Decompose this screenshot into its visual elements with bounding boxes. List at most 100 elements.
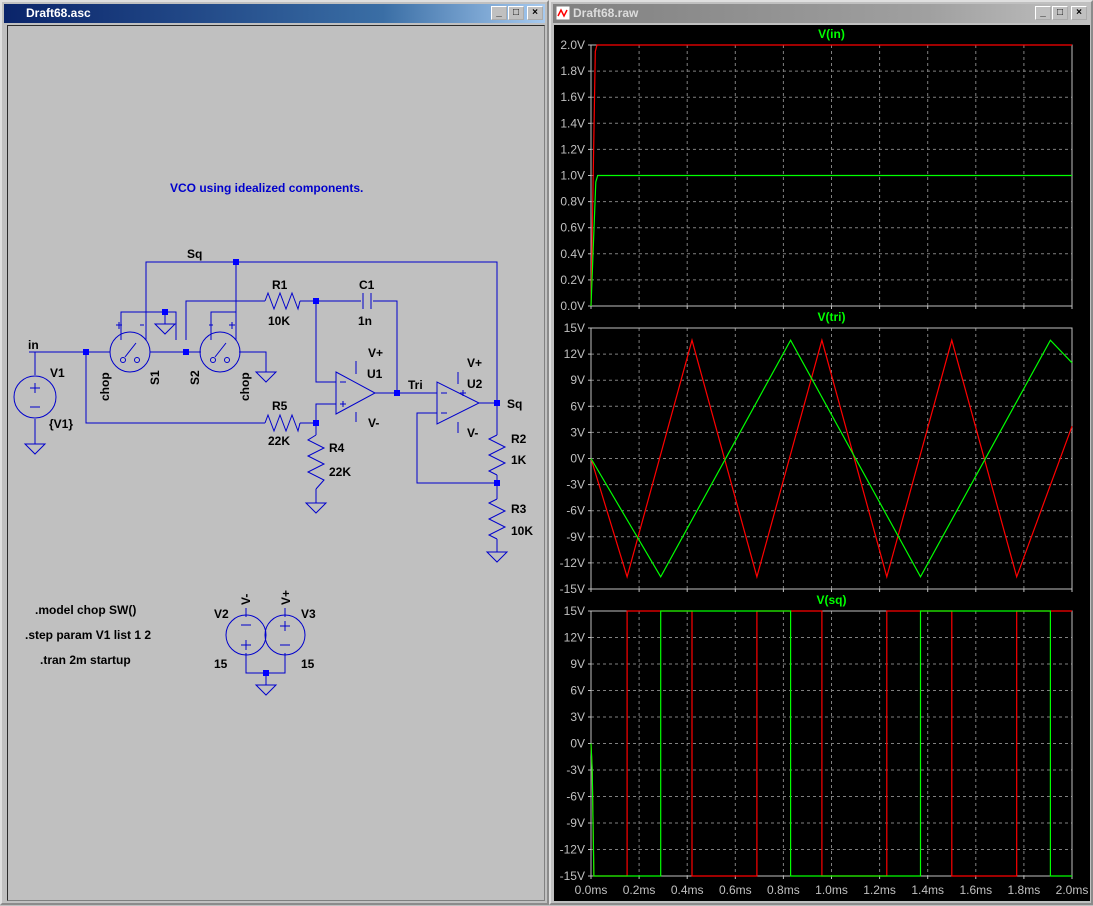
y-tick-label: 1.4V [560,116,585,130]
y-tick-label: 12V [564,347,585,361]
schematic-window[interactable]: Draft68.asc _□× [0,0,549,905]
r5-value: 22K [268,434,290,448]
c1-name: C1 [359,278,375,292]
x-tick-label: 1.6ms [959,883,992,897]
r5-resistor-symbol [264,413,301,433]
u1-vminus-label: V- [368,416,379,430]
y-tick-label: 6V [570,684,585,698]
waveform-app-icon [556,6,570,20]
junctions [83,259,500,676]
ground-symbols [23,323,509,696]
y-tick-label: 1.0V [560,169,585,183]
s2-name: S2 [188,370,202,385]
s2-model: chop [238,372,252,401]
v3-net-label: V+ [279,590,293,605]
waveform-window-title: Draft68.raw [573,6,639,20]
x-tick-label: 0.2ms [623,883,656,897]
u2-vplus-label: V+ [467,356,482,370]
y-tick-label: 1.2V [560,142,585,156]
s2-switch-symbol [199,322,241,373]
x-tick-label: 1.2ms [863,883,896,897]
net-label-sq-top: Sq [187,247,202,261]
r1-resistor-symbol [264,291,301,311]
trace-green [590,174,1072,307]
r2-resistor-symbol [487,434,507,476]
c1-capacitor-symbol [362,293,372,309]
directive-model: .model chop SW() [35,603,136,617]
y-tick-label: -3V [566,478,585,492]
maximize-button[interactable]: □ [508,6,524,20]
v1-value: {V1} [49,417,73,431]
schematic-app-icon [7,6,21,20]
pane-title[interactable]: V(sq) [817,593,847,607]
net-label-tri: Tri [408,378,423,392]
r1-name: R1 [272,278,288,292]
v2-name: V2 [214,607,229,621]
waveform-plots[interactable]: 0.0V0.2V0.4V0.6V0.8V1.0V1.2V1.4V1.6V1.8V… [554,25,1090,901]
x-tick-label: 0.0ms [575,883,608,897]
y-tick-label: 0.6V [560,221,585,235]
pane-1[interactable]: 0.0V0.2V0.4V0.6V0.8V1.0V1.2V1.4V1.6V1.8V… [560,27,1073,313]
r4-name: R4 [329,441,345,455]
r5-name: R5 [272,399,288,413]
v2-source-symbol [225,614,267,656]
y-tick-label: 3V [570,710,585,724]
trace-green [590,610,1072,877]
v2-value: 15 [214,657,228,671]
waveform-titlebar[interactable]: Draft68.raw _□× [553,4,1089,23]
r4-resistor-symbol [306,434,326,490]
y-tick-label: -15V [560,869,585,883]
r3-name: R3 [511,502,527,516]
u1-vplus-label: V+ [368,346,383,360]
v1-source-symbol [13,375,57,419]
y-tick-label: 15V [564,604,585,618]
y-tick-label: -15V [560,582,585,596]
y-tick-label: 0.4V [560,247,585,261]
s1-switch-symbol [109,322,151,373]
s1-model: chop [98,372,112,401]
u2-vminus-label: V- [467,426,478,440]
r3-value: 10K [511,524,533,538]
y-tick-label: 1.8V [560,64,585,78]
close-button[interactable]: × [527,6,543,20]
close-button[interactable]: × [1071,6,1087,20]
schematic-canvas[interactable]: VCO using idealized components. Sq in Tr… [7,25,545,901]
minimize-button[interactable]: _ [491,6,507,20]
y-tick-label: -9V [566,530,585,544]
y-tick-label: -6V [566,504,585,518]
s1-name: S1 [148,370,162,385]
v2-net-label: V- [239,594,253,605]
pane-title[interactable]: V(tri) [818,310,846,324]
y-tick-label: 0.2V [560,273,585,287]
x-tick-label: 0.6ms [719,883,752,897]
pane-title[interactable]: V(in) [818,27,845,41]
minimize-button[interactable]: _ [1035,6,1051,20]
y-tick-label: 15V [564,321,585,335]
maximize-button[interactable]: □ [1052,6,1068,20]
x-tick-label: 0.8ms [767,883,800,897]
net-label-sq-out: Sq [507,397,522,411]
y-tick-label: -12V [560,843,585,857]
v3-name: V3 [301,607,316,621]
r2-name: R2 [511,432,527,446]
c1-value: 1n [358,314,372,328]
u1-name: U1 [367,367,383,381]
x-tick-label: 1.4ms [911,883,944,897]
v3-source-symbol [264,614,306,656]
y-tick-label: -12V [560,556,585,570]
u2-name: U2 [467,377,483,391]
trace-green [590,338,1073,579]
r2-value: 1K [511,453,527,467]
y-tick-label: 6V [570,399,585,413]
x-tick-label: 0.4ms [671,883,704,897]
schematic-titlebar[interactable]: Draft68.asc _□× [4,4,545,23]
schematic-window-title: Draft68.asc [26,6,91,20]
y-tick-label: 3V [570,425,585,439]
directive-step: .step param V1 list 1 2 [25,628,151,642]
r1-value: 10K [268,314,290,328]
x-tick-label: 2.0ms [1056,883,1089,897]
